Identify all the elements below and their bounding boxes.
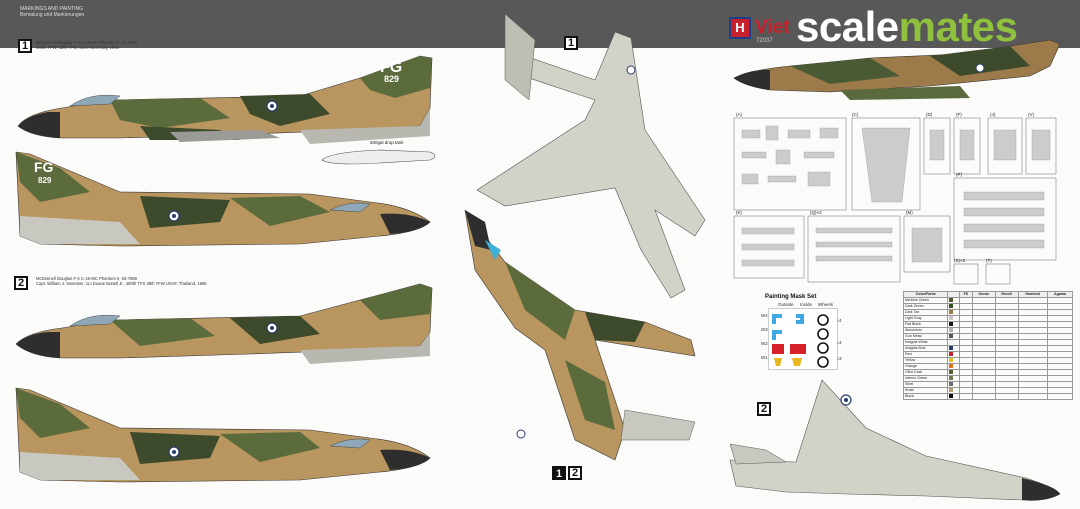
scheme1-caption-1: McDonnell Douglas F-4 C-15-MC Phantom II… — [36, 40, 138, 45]
paint-color-name: Black — [902, 393, 949, 400]
svg-text:(S)×2: (S)×2 — [954, 258, 966, 263]
tail-code-1b: FG — [34, 159, 54, 175]
paint-swatch — [949, 310, 954, 315]
paint-table-header-row: Color/Farbe FS Gunze Revell Humbrol Agam… — [902, 291, 1073, 298]
mask-set-graphic — [768, 308, 838, 370]
paint-swatch — [949, 382, 954, 387]
paint-table: Color/Farbe FS Gunze Revell Humbrol Agam… — [902, 291, 1073, 400]
drop-tank-label: 600gal drop tank — [370, 140, 404, 145]
svg-text:(V): (V) — [1028, 112, 1035, 117]
svg-text:(J): (J) — [990, 112, 996, 117]
paint-code-cell — [971, 393, 996, 400]
mask-row-w1: W1 — [761, 355, 768, 360]
paint-swatch — [949, 328, 954, 333]
scheme-number-2-bottom: 2 — [568, 466, 582, 480]
svg-text:(D): (D) — [926, 112, 933, 117]
paint-swatch — [949, 316, 954, 321]
serial-1b: 829 — [38, 176, 52, 185]
underside-view-graphic — [729, 379, 1061, 501]
paint-swatch — [949, 352, 954, 357]
paint-swatch — [949, 370, 954, 375]
brand-name: Viet — [755, 17, 790, 38]
tail-code-1a: FG — [380, 59, 402, 76]
serial-1a: 829 — [384, 74, 399, 84]
scheme2-caption-2: Capt. William J. Sweetser, 1Lt Duane But… — [36, 281, 207, 286]
paint-swatch — [949, 340, 954, 345]
mask-header-outside: Outside — [778, 302, 794, 307]
paint-table-row: Gun Metal — [902, 333, 1073, 340]
paint-swatch — [949, 376, 954, 381]
mask-header-wheels: Wheels — [818, 302, 834, 307]
mask-row-w4: W4 — [761, 313, 768, 318]
paint-swatch — [949, 298, 954, 303]
paint-swatch — [949, 334, 954, 339]
scheme-number-1-planform: 1 — [564, 36, 578, 50]
sprue-layout-graphic: (A) (C) (D) (F) (J) (V) (P) (K) (Q)×2 (M… — [733, 112, 1057, 285]
svg-text:(M): (M) — [906, 210, 913, 215]
paint-table-row: Black — [902, 393, 1073, 400]
mask-header-inside: Inside — [800, 302, 813, 307]
paint-swatch — [949, 394, 954, 399]
paint-swatch — [949, 388, 954, 393]
svg-text:(P): (P) — [956, 172, 963, 177]
svg-text:(Q)×2: (Q)×2 — [810, 210, 822, 215]
watermark-main-text: scale — [796, 3, 899, 50]
svg-text:(K): (K) — [736, 210, 743, 215]
scheme-number-1: 1 — [18, 39, 32, 53]
paint-code-cell — [1047, 393, 1073, 400]
svg-text:(C): (C) — [852, 112, 859, 117]
top-bar — [0, 0, 1080, 48]
svg-text:(F): (F) — [956, 112, 962, 117]
scheme-number-1-bottom: 1 — [552, 466, 566, 480]
paint-swatch — [949, 364, 954, 369]
header-section-a-sub: Bemalung und Markierungen — [20, 12, 85, 18]
paint-swatch — [949, 304, 954, 309]
paint-swatch — [949, 322, 954, 327]
planform-views-graphic — [464, 13, 706, 461]
svg-text:(T): (T) — [986, 258, 992, 263]
watermark-logo[interactable]: scalemates — [796, 3, 1018, 51]
brand-logo: H — [729, 17, 751, 39]
watermark-accent-text: mates — [898, 3, 1018, 50]
scheme1-caption-2: 559th TFW, 12th TFW, Cam Ranh Bay, 1966 — [36, 45, 119, 50]
scheme-number-2-underside: 2 — [757, 402, 771, 416]
paint-swatch — [949, 346, 954, 351]
mask-set-title: Painting Mask Set — [765, 294, 817, 300]
scheme2-caption-1: McDonnell Douglas F-4 C-15-MC Phantom II… — [36, 276, 138, 281]
side-profiles-graphic: FG 829 600gal drop tank FG 829 — [15, 55, 436, 483]
brand-code: 72037 — [756, 38, 773, 44]
header-section-a: MARKINGS AND PAINTING — [20, 6, 83, 12]
paint-table-row: Steel — [902, 381, 1073, 388]
scheme-number-2: 2 — [14, 276, 28, 290]
mask-row-w3: W3 — [761, 327, 768, 332]
paint-swatch — [949, 358, 954, 363]
mask-row-w2: W2 — [761, 341, 768, 346]
svg-text:(A): (A) — [736, 112, 743, 117]
boxart-aircraft-graphic — [733, 39, 1061, 100]
